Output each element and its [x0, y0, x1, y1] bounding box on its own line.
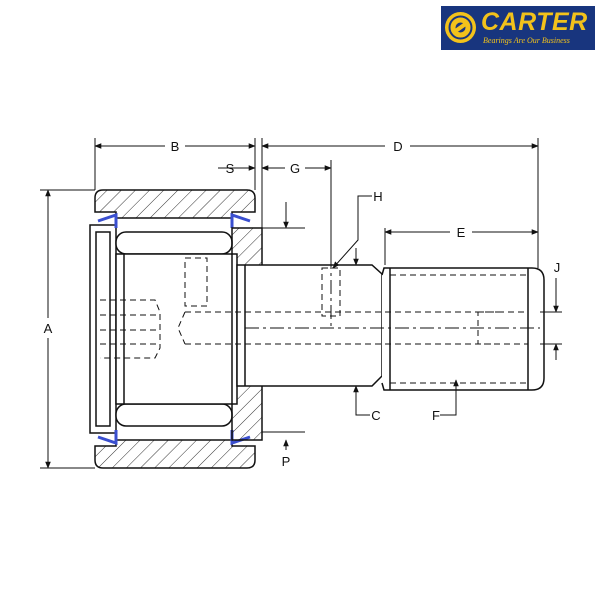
dimension-label-d: D	[393, 139, 402, 154]
dimension-label-p: P	[282, 454, 291, 469]
stud-shank	[236, 264, 545, 391]
logo-tagline: Bearings Are Our Business	[483, 36, 570, 45]
stud-head	[115, 253, 233, 405]
dimension-label-h: H	[373, 189, 382, 204]
dimension-label-b: B	[171, 139, 180, 154]
needle-rollers	[115, 231, 233, 427]
hidden-lines	[100, 257, 529, 384]
bearing-badge-icon	[445, 12, 476, 43]
dimension-label-j: J	[554, 260, 561, 275]
outer-ring-top	[94, 189, 256, 219]
end-flange	[89, 224, 117, 434]
carter-logo: CARTER Bearings Are Our Business	[441, 6, 595, 50]
dimension-label-e: E	[457, 225, 466, 240]
dimension-label-f: F	[432, 408, 440, 423]
dimension-label-c: C	[371, 408, 380, 423]
center-lines	[245, 255, 540, 330]
logo-wordmark: CARTER	[481, 8, 588, 36]
outer-ring-bottom	[94, 439, 256, 469]
dimension-label-s: S	[226, 161, 235, 176]
dimension-label-g: G	[290, 161, 300, 176]
dimension-lines	[40, 138, 562, 469]
dimension-label-a: A	[44, 321, 53, 336]
